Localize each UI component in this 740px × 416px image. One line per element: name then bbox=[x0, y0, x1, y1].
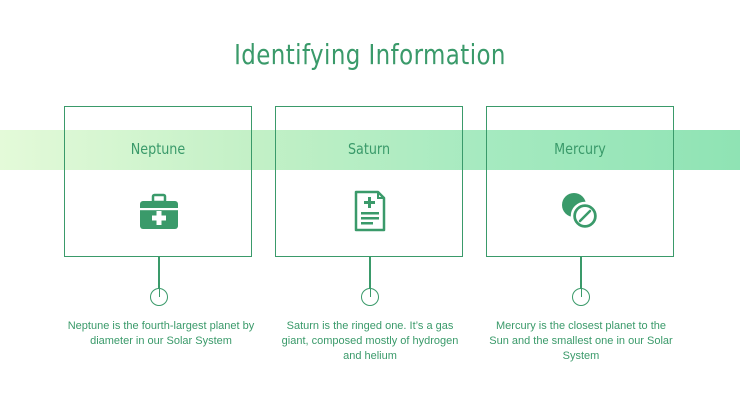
gradient-band bbox=[0, 130, 740, 170]
description-neptune: Neptune is the fourth-largest planet by … bbox=[67, 320, 255, 347]
card-saturn: Saturn bbox=[275, 106, 463, 257]
card-neptune: Neptune bbox=[64, 106, 252, 257]
medical-document-icon bbox=[354, 190, 386, 232]
card-label-neptune: Neptune bbox=[130, 140, 186, 158]
connector-dot bbox=[150, 288, 168, 306]
connector-dot bbox=[361, 288, 379, 306]
first-aid-kit-icon bbox=[140, 193, 178, 229]
description-saturn: Saturn is the ringed one. It’s a gas gia… bbox=[281, 320, 459, 362]
card-label-saturn: Saturn bbox=[347, 140, 391, 158]
pills-icon bbox=[562, 193, 600, 231]
connector-line bbox=[369, 257, 371, 288]
connector-line bbox=[158, 257, 160, 288]
slide-title: Identifying Information bbox=[234, 38, 506, 71]
card-label-mercury: Mercury bbox=[554, 140, 606, 158]
connector-line bbox=[580, 257, 582, 288]
card-mercury: Mercury bbox=[486, 106, 674, 257]
connector-dot bbox=[572, 288, 590, 306]
description-mercury: Mercury is the closest planet to the Sun… bbox=[489, 320, 673, 362]
